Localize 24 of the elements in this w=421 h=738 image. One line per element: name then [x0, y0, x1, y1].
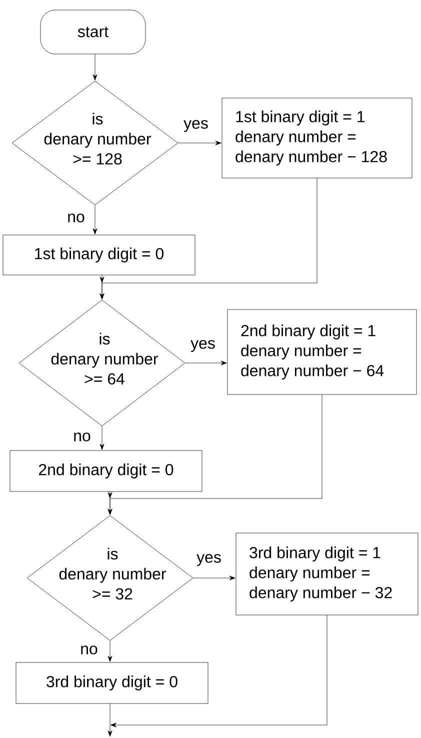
terminal-box: start [40, 10, 146, 54]
arrow [92, 54, 98, 80]
process-box: 2nd binary digit = 1 denary number = denary number − 64 [227, 309, 417, 395]
arrow [185, 360, 227, 366]
arrow [92, 205, 98, 234]
process-box: 2nd binary digit = 0 [10, 450, 202, 492]
edge-label: no [79, 644, 99, 656]
arrow [108, 492, 112, 515]
arrow [110, 615, 328, 728]
process-box: 3rd binary digit = 0 [16, 662, 208, 704]
arrow [193, 576, 236, 580]
process-box: 1st binary digit = 0 [2, 234, 196, 276]
arrow [108, 640, 112, 662]
edge-label: yes [190, 339, 216, 353]
arrow [108, 704, 112, 737]
edge-label: no [66, 212, 86, 224]
edge-label: no [72, 432, 92, 442]
edge-label: yes [182, 119, 210, 133]
process-box: 1st binary digit = 1 denary number = denary number − 128 [222, 98, 412, 178]
edge-label: yes [196, 553, 222, 567]
arrow [100, 275, 104, 300]
process-box: 3rd binary digit = 1 denary number = denary number − 32 [236, 532, 418, 616]
arrow [178, 140, 222, 146]
arrow [100, 426, 104, 450]
